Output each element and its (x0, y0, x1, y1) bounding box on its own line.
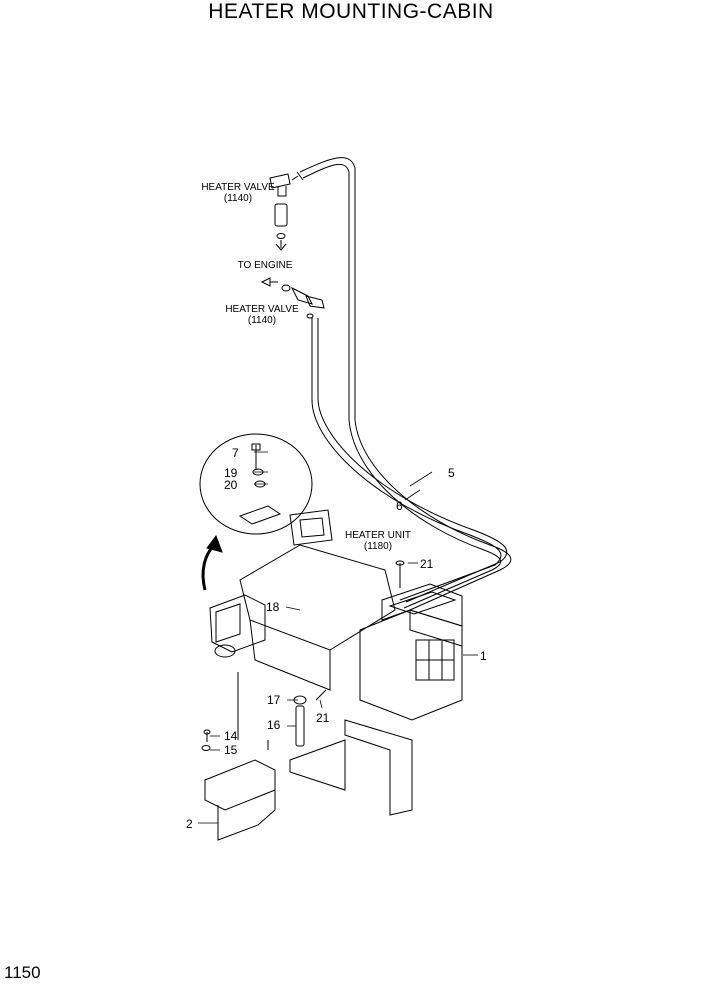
heater-unit-body (209, 509, 463, 816)
callout-7: 7 (232, 446, 239, 460)
callout-19: 19 (224, 466, 238, 480)
callout-20: 20 (224, 478, 238, 492)
heater-valve-top-label: HEATER VALVE (201, 182, 275, 193)
leader-lines (198, 451, 478, 824)
heater-hoses (299, 157, 512, 611)
small-parts (201, 560, 405, 841)
heater-valve-bottom (260, 277, 325, 319)
callout-6: 6 (396, 499, 403, 513)
callout-21a: 21 (420, 557, 434, 571)
heater-valve-bottom-ref: (1140) (248, 315, 276, 326)
callout-17: 17 (267, 693, 281, 707)
heater-unit-label: HEATER UNIT (345, 530, 411, 541)
callout-15: 15 (224, 743, 238, 757)
heater-valve-bottom-label: HEATER VALVE (225, 304, 299, 315)
heater-valve-top-ref: (1140) (224, 193, 252, 204)
callout-1: 1 (480, 649, 487, 663)
callout-18: 18 (266, 600, 280, 614)
heater-unit-ref: (1180) (364, 541, 392, 552)
callout-16: 16 (267, 718, 281, 732)
callout-5: 5 (448, 466, 455, 480)
callout-2: 2 (186, 817, 193, 831)
heater-valve-top (269, 171, 304, 251)
to-engine-label: TO ENGINE (238, 260, 293, 271)
page-number: 1150 (4, 963, 41, 982)
rotation-arrow-icon (201, 534, 223, 591)
callout-14: 14 (224, 729, 238, 743)
callout-21b: 21 (316, 711, 330, 725)
page-title: HEATER MOUNTING-CABIN (208, 0, 494, 23)
